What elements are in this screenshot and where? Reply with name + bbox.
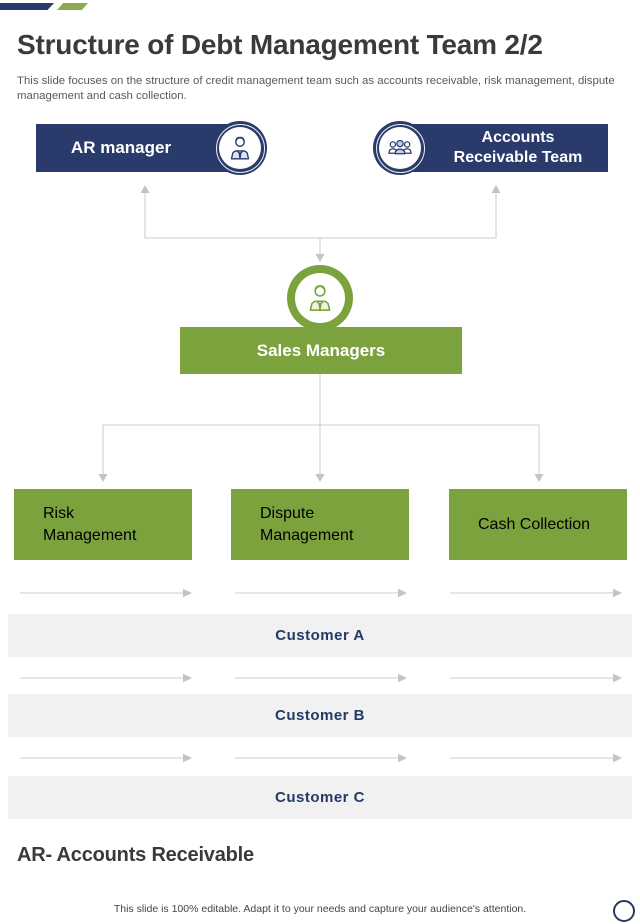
customer-b-label: Customer B (274, 707, 365, 724)
node-risk-management-label: Risk Management (43, 504, 137, 544)
node-ar-manager-label: AR manager (70, 138, 172, 157)
node-cash-collection-label: Cash Collection (478, 515, 591, 533)
header-accent-green-bar (57, 3, 88, 10)
corner-circle-decoration (613, 900, 635, 922)
page-title: Structure of Debt Management Team 2/2 (17, 29, 543, 60)
team-people-icon (379, 127, 421, 169)
ar-team-badge (373, 121, 427, 175)
ar-manager-badge (213, 121, 267, 175)
node-cash-collection: Cash Collection (449, 489, 627, 560)
node-dispute-management-label: Dispute Management (260, 504, 354, 544)
customer-b-row: Customer B (8, 694, 632, 737)
footer-editable-note: This slide is 100% editable. Adapt it to… (113, 903, 527, 915)
node-sales-managers: Sales Managers (180, 327, 462, 374)
abbreviation-note: AR- Accounts Receivable (17, 844, 254, 866)
node-accounts-receivable-team: Accounts Receivable Team (398, 124, 608, 172)
customer-c-label: Customer C (274, 789, 365, 806)
sales-managers-badge (287, 265, 353, 331)
header-accent-navy-bar (0, 3, 54, 10)
node-sales-managers-label: Sales Managers (256, 340, 386, 360)
customer-a-label: Customer A (275, 627, 365, 644)
node-dispute-management: Dispute Management (231, 489, 409, 560)
sales-manager-person-icon (295, 273, 345, 323)
node-risk-management: Risk Management (14, 489, 192, 560)
manager-person-icon (219, 127, 261, 169)
node-accounts-receivable-team-label: Accounts Receivable Team (453, 129, 583, 166)
node-ar-manager: AR manager (36, 124, 232, 172)
customer-a-row: Customer A (8, 614, 632, 657)
customer-c-row: Customer C (8, 776, 632, 819)
slide-description: This slide focuses on the structure of c… (17, 75, 615, 102)
